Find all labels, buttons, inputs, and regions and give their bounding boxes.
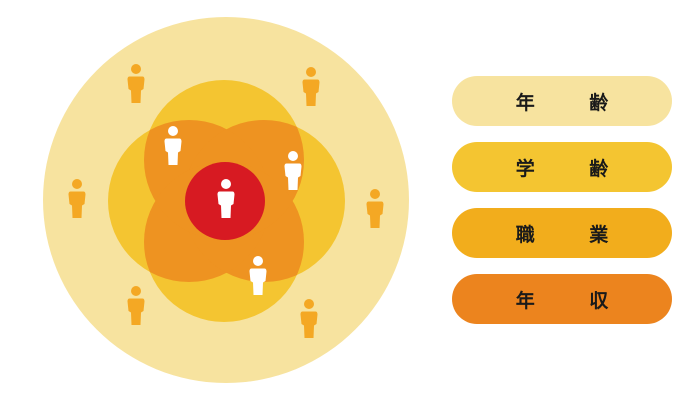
label-age: 年 齢: [452, 76, 672, 126]
label-occupation: 職 業: [452, 208, 672, 258]
label-income: 年 収: [452, 274, 672, 324]
label-education: 学 齢: [452, 142, 672, 192]
